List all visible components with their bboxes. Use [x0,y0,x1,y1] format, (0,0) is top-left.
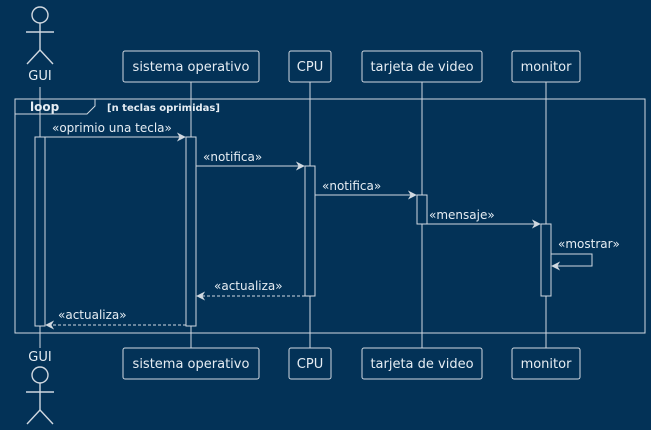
stick-figure-icon [26,6,54,65]
loop-frame: loop [n teclas oprimidas] [14,98,646,334]
stick-figure-icon [26,366,54,425]
message-label: «actualiza» [58,308,127,322]
activation-monitor [540,223,552,297]
participant-label: sistema operativo [133,60,250,75]
participant-video-top: tarjeta de video [361,50,483,83]
message-label: «notifica» [322,179,381,193]
actor-gui-top: GUI [26,6,54,84]
actor-label: GUI [28,350,51,365]
activation-gui [34,136,46,327]
participant-label: CPU [297,60,323,75]
message-notifica-cpu: «notifica» [196,150,305,171]
message-label: «mostrar» [558,237,620,251]
message-notifica-video: «notifica» [315,179,417,200]
participant-label: tarjeta de video [370,60,473,75]
loop-keyword: loop [30,100,60,114]
activation-sistema [185,136,197,327]
participant-video-bottom: tarjeta de video [361,347,483,380]
participant-sistema-bottom: sistema operativo [122,347,260,380]
message-label: «actualiza» [214,279,283,293]
participant-monitor-bottom: monitor [511,347,581,380]
participant-sistema-top: sistema operativo [122,50,260,83]
participant-label: monitor [521,357,573,372]
message-label: «oprimio una tecla» [52,121,172,135]
participant-cpu-bottom: CPU [288,347,332,380]
activation-cpu [304,165,316,297]
message-actualiza-sistema: «actualiza» [196,279,305,301]
participant-cpu-top: CPU [288,50,332,83]
message-mensaje: «mensaje» [427,208,541,229]
message-label: «mensaje» [429,208,495,222]
participant-label: monitor [521,60,573,75]
participant-monitor-top: monitor [511,50,581,83]
activation-video [416,194,428,225]
message-mostrar: «mostrar» [551,237,620,271]
participant-label: sistema operativo [133,357,250,372]
participant-label: CPU [297,357,323,372]
actor-gui-bottom: GUI [26,350,54,425]
message-actualiza-gui: «actualiza» [45,308,186,330]
message-label: «notifica» [203,150,262,164]
loop-condition: [n teclas oprimidas] [107,103,220,114]
actor-label: GUI [28,69,51,84]
participant-label: tarjeta de video [370,357,473,372]
message-oprimio: «oprimio una tecla» [45,121,186,142]
